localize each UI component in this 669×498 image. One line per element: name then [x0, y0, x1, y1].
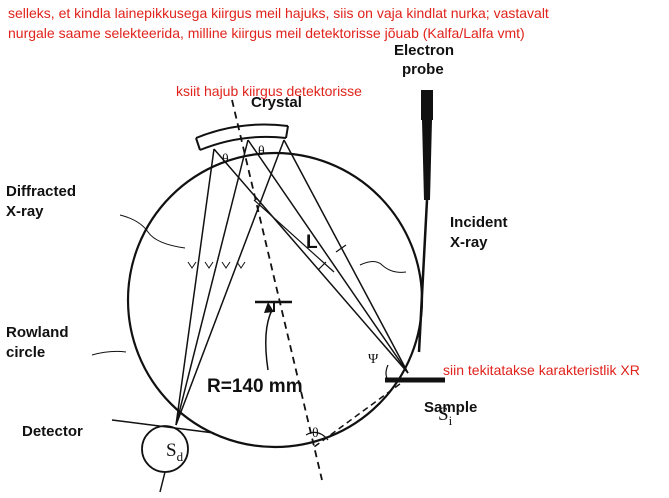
psi-symbol: Ψ — [368, 352, 379, 367]
radius-arrow — [265, 309, 273, 371]
note-crystal: ksiit hajub kiirgus detektorisse — [176, 83, 362, 99]
ray-arrow-4 — [236, 261, 246, 269]
label-sample: Sample — [424, 399, 477, 416]
theta-crystal-right: θ — [258, 144, 265, 159]
incident-ray-1 — [283, 139, 409, 374]
ray-arrow-2 — [204, 261, 214, 269]
label-probe: probe — [402, 61, 444, 78]
diffracted-ray-3 — [175, 148, 215, 426]
diffracted-ray-2 — [175, 139, 249, 426]
label-diffracted-xray: X-ray — [6, 203, 44, 220]
label-crystal: Crystal — [251, 94, 302, 111]
rowland-leader — [91, 350, 127, 356]
theta-bottom-arc — [305, 431, 329, 441]
note-sample: siin tekitatakse karakteristlik XR — [443, 362, 640, 378]
label-rowland: Rowland — [6, 324, 69, 341]
incident-leader — [359, 261, 407, 273]
electron-probe-tip — [422, 120, 432, 200]
rowland-circle — [126, 151, 424, 449]
detector-lead — [159, 471, 166, 493]
crystal-inner-arc — [199, 135, 287, 151]
psi-arc — [385, 364, 389, 381]
label-detector: Detector — [22, 423, 83, 440]
incident-ray-3 — [213, 148, 409, 374]
crystal-left-edge — [195, 137, 201, 151]
label-diffracted: Diffracted — [6, 183, 76, 200]
si-symbol: Si — [438, 404, 453, 428]
crystal-outer-arc — [195, 123, 289, 139]
label-circle: circle — [6, 344, 45, 361]
incident-ray-2 — [247, 139, 409, 374]
diffracted-leader — [119, 214, 186, 249]
note-top-line1: selleks, et kindla lainepikkusega kiirgu… — [8, 5, 549, 21]
electron-beam-line — [417, 199, 429, 353]
crystal-normal-dashed — [231, 99, 323, 481]
label-radius: R=140 mm — [207, 376, 303, 397]
note-top-line2: nurgale saame selekteerida, milline kiir… — [8, 25, 525, 41]
distance-l-line — [253, 199, 335, 273]
diffracted-ray-1 — [175, 139, 285, 426]
ray-arrow-3 — [221, 261, 231, 269]
label-electron: Electron — [394, 42, 454, 59]
label-l: L — [306, 232, 318, 253]
electron-probe-head — [421, 90, 433, 120]
theta-bottom: θ — [312, 426, 319, 441]
distance-l-tick-1 — [335, 244, 347, 253]
detector-slit — [111, 419, 215, 434]
label-incident-xray: X-ray — [450, 234, 488, 251]
radius-arrow-head — [264, 302, 274, 313]
label-incident: Incident — [450, 214, 508, 231]
distance-l-tick-2 — [317, 261, 327, 271]
sd-symbol: Sd — [166, 440, 184, 464]
crystal-right-edge — [285, 125, 289, 139]
ray-arrow-1 — [187, 261, 197, 269]
theta-crystal-left: θ — [222, 152, 229, 167]
